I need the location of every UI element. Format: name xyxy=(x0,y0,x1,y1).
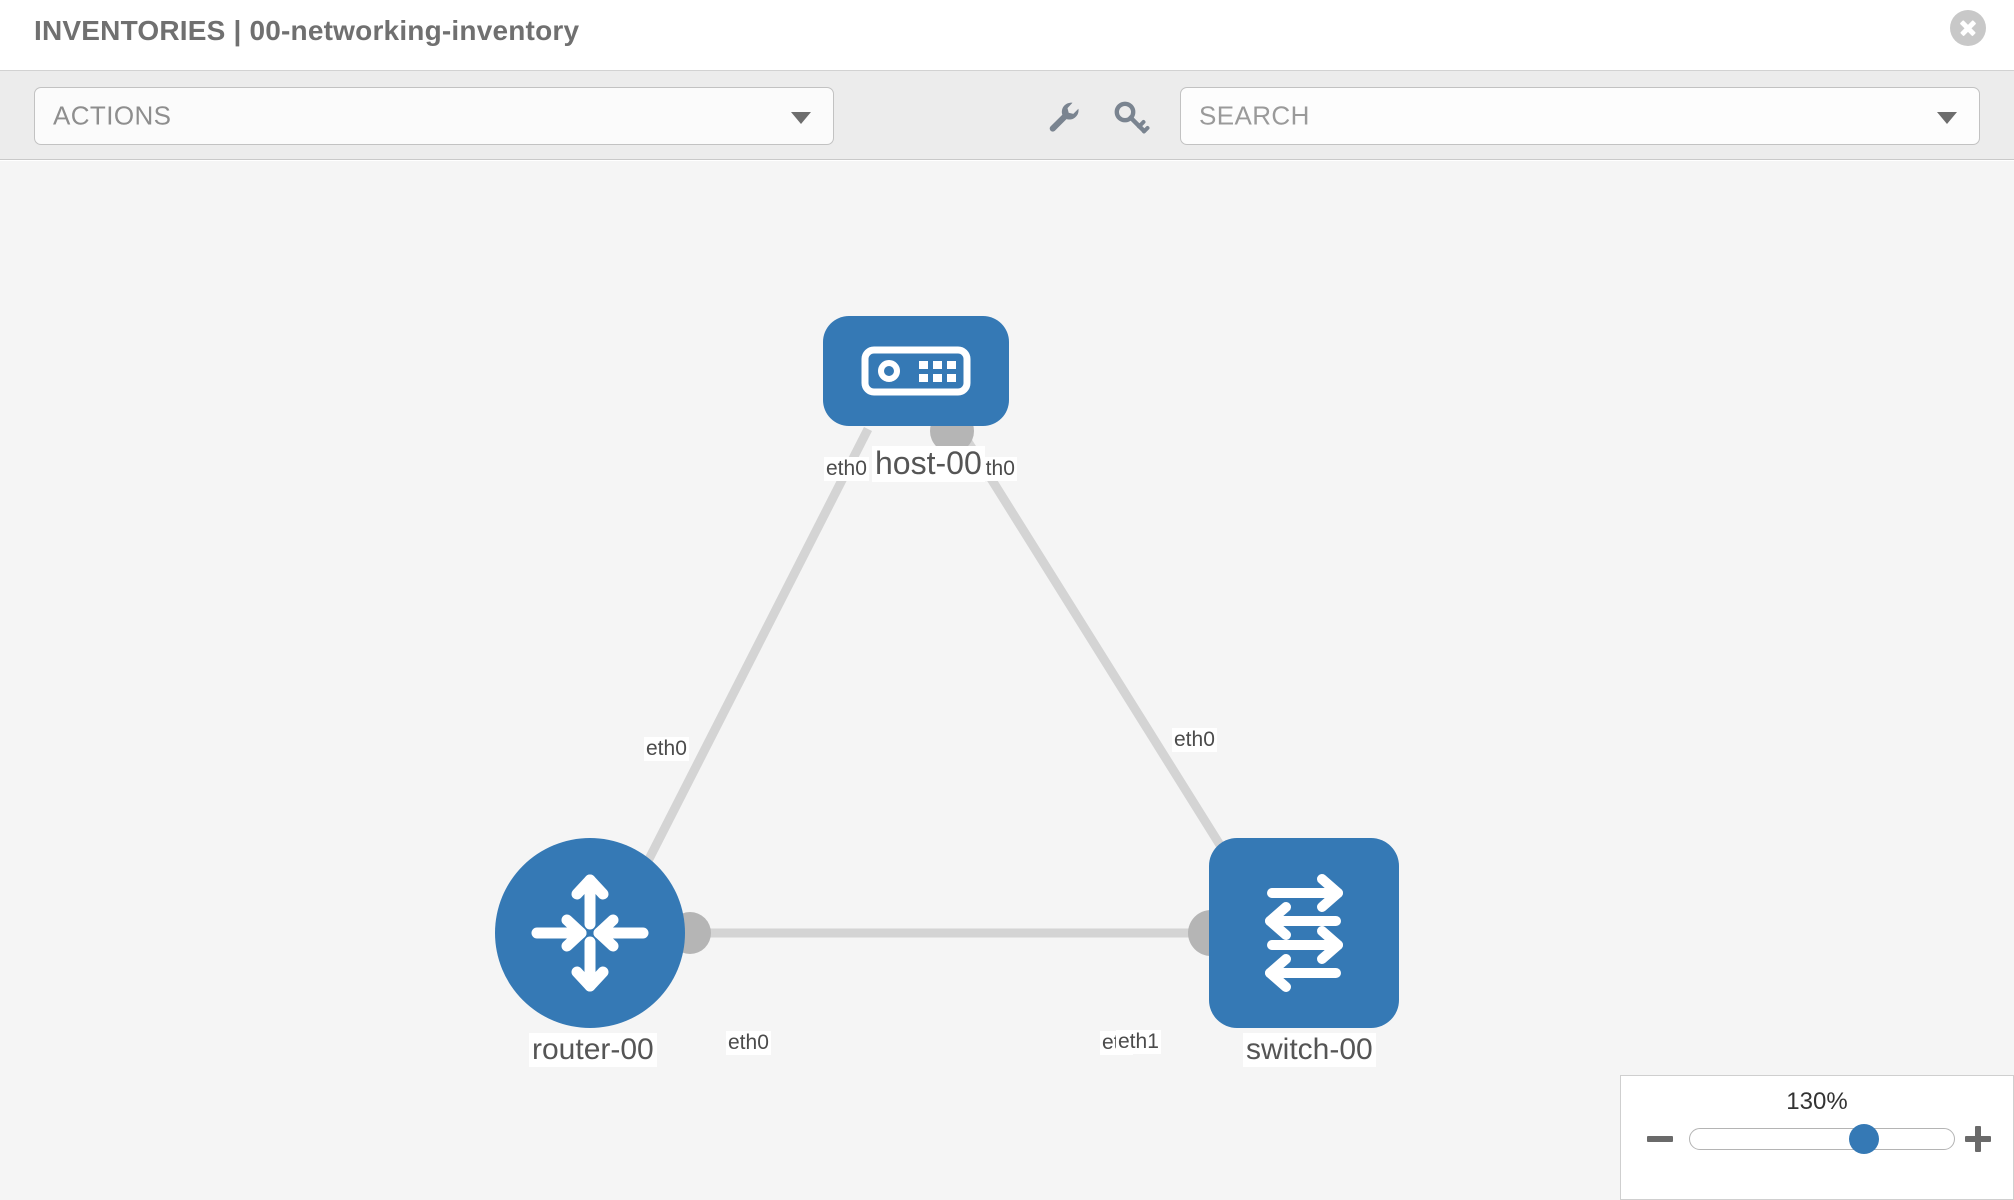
zoom-slider[interactable] xyxy=(1689,1124,1955,1154)
zoom-in-button[interactable] xyxy=(1961,1122,1995,1156)
page-title: INVENTORIES | 00-networking-inventory xyxy=(34,15,580,46)
search-placeholder: SEARCH xyxy=(1199,100,1310,131)
server-icon xyxy=(861,346,971,396)
interface-label-switch-eth1: eth1 xyxy=(1116,1030,1161,1055)
zoom-level-value: 130% xyxy=(1786,1088,1848,1115)
router-arrows-icon xyxy=(531,874,649,992)
interface-label-router-eth0-up: eth0 xyxy=(644,737,689,762)
zoom-control-panel: 130% xyxy=(1620,1075,2014,1200)
actions-dropdown[interactable]: ACTIONS xyxy=(34,87,834,145)
close-icon[interactable] xyxy=(1950,10,1986,46)
actions-dropdown-label: ACTIONS xyxy=(53,100,172,131)
key-icon[interactable] xyxy=(1102,87,1160,145)
zoom-slider-thumb[interactable] xyxy=(1849,1124,1880,1154)
search-input[interactable]: SEARCH xyxy=(1180,87,1980,145)
topology-node-host-00[interactable] xyxy=(823,316,1009,426)
topology-node-label-host-00: host-00 xyxy=(872,445,985,482)
chevron-down-icon xyxy=(1937,112,1957,124)
topology-node-router-00[interactable] xyxy=(495,838,685,1028)
interface-label-router-eth0: eth0 xyxy=(726,1031,771,1056)
topology-node-label-switch-00: switch-00 xyxy=(1243,1033,1376,1067)
interface-label-switch-eth0-up: eth0 xyxy=(1172,728,1217,753)
topology-canvas[interactable]: host-00 router-00 switch-00 eth0 eth0 et… xyxy=(0,161,2014,1200)
wrench-icon[interactable] xyxy=(1034,87,1092,145)
switch-arrows-icon xyxy=(1265,874,1343,992)
interface-label-host-eth0-left: eth0 xyxy=(824,457,869,482)
topology-node-label-router-00: router-00 xyxy=(529,1033,657,1067)
topology-links xyxy=(643,409,1259,956)
topology-node-switch-00[interactable] xyxy=(1209,838,1399,1028)
page-header: INVENTORIES | 00-networking-inventory xyxy=(0,0,2014,70)
chevron-down-icon xyxy=(791,112,811,124)
zoom-out-button[interactable] xyxy=(1643,1122,1677,1156)
toolbar: ACTIONS SEARCH xyxy=(0,70,2014,160)
